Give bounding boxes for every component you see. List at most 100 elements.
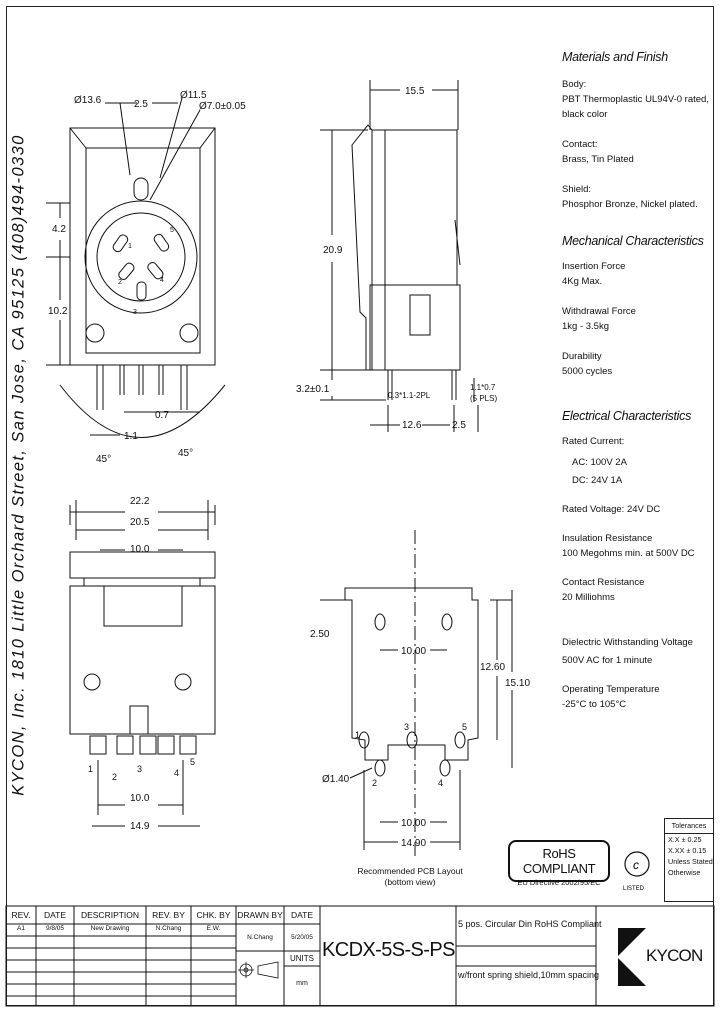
- insertion-value: 4Kg Max.: [562, 276, 603, 287]
- pcb-outline: [344, 587, 479, 761]
- pcb-pin-label-2: 2: [372, 778, 377, 788]
- withdrawal-value: 1kg - 3.5kg: [562, 321, 609, 332]
- side-view: [320, 80, 479, 432]
- body-value-1: PBT Thermoplastic UL94V-0 rated,: [562, 94, 709, 105]
- mount-hole-left: [85, 323, 105, 343]
- rohs-directive: EU Directive 2002/95/EC: [517, 878, 601, 887]
- bottom-pin-1: [89, 735, 107, 755]
- insulation-value: 100 Megohms min. at 500V DC: [562, 548, 695, 559]
- insertion-label: Insertion Force: [562, 261, 626, 272]
- pcb-hole-mount-left: [374, 613, 386, 631]
- electrical-heading: Electrical Characteristics: [562, 409, 692, 423]
- dim-side-bottom-1: 12.6: [402, 420, 422, 431]
- ul-mark-text: c: [633, 858, 639, 872]
- rated-current-label: Rated Current:: [562, 436, 625, 447]
- tb-header-date: DATE: [43, 910, 67, 920]
- side-pin-window: [409, 294, 431, 336]
- din-inner-ring: [96, 212, 186, 302]
- dim-side-width: 15.5: [405, 86, 425, 97]
- dim-pcb-d4: 15.10: [505, 678, 530, 689]
- durability-value: 5000 cycles: [562, 366, 613, 377]
- dim-inner-diameter: Ø11.5: [180, 90, 207, 101]
- operating-temp-value: -25°C to 105°C: [562, 699, 627, 710]
- kycon-logo-mark: [618, 928, 646, 986]
- contact-3: [136, 281, 147, 301]
- tb-row-description: New Drawing: [90, 925, 130, 932]
- bottom-pin-label-1: 1: [88, 764, 93, 774]
- body-label: Body:: [562, 79, 587, 90]
- bottom-slot: [103, 585, 183, 627]
- bottom-pin-label-3: 3: [137, 764, 142, 774]
- dim-side-bottom-2: 2.5: [452, 420, 466, 431]
- tb-row-date: 9/8/05: [45, 925, 65, 932]
- dim-pin-circle: Ø7.0±0.05: [199, 101, 246, 112]
- dim-pcb-d2: 10.00: [401, 646, 426, 657]
- dim-pin-width: 0.7: [155, 410, 169, 421]
- shield-value: Phosphor Bronze, Nickel plated.: [562, 199, 698, 210]
- tolerance-line-4: Otherwise: [668, 868, 701, 877]
- rated-current-dc: DC: 24V 1A: [572, 475, 623, 486]
- dim-pin-note3: (5 PLS): [470, 394, 497, 403]
- dim-pin-note: 0.3*1.1-2PL: [388, 391, 431, 400]
- bottom-center-rib: [129, 705, 149, 735]
- front-pin-label-3: 3: [133, 309, 137, 316]
- dim-pin-note2: 1.1*0.7: [470, 383, 496, 392]
- pcb-pin-label-4: 4: [438, 778, 443, 788]
- rated-current-ac: AC: 100V 2A: [572, 457, 627, 468]
- pcb-pin-label-1: 1: [355, 730, 360, 740]
- tolerance-box: Tolerances X.X ± 0.25 X.XX ± 0.15 Unless…: [664, 818, 714, 902]
- contact-label: Contact:: [562, 139, 598, 150]
- dim-front-h2: 10.2: [48, 306, 68, 317]
- dim-side-height: 20.9: [323, 245, 343, 256]
- rohs-badge: RoHS COMPLIANT EU Directive 2002/95/EC: [508, 840, 610, 887]
- key-slot: [133, 177, 149, 201]
- ul-listed-text: LISTED: [623, 886, 645, 892]
- bottom-pin-3: [139, 735, 157, 755]
- bottom-body: [69, 585, 216, 735]
- tb-header-description: DESCRIPTION: [80, 910, 140, 920]
- side-body-lower: [369, 284, 461, 371]
- mechanical-heading: Mechanical Characteristics: [562, 234, 704, 248]
- dim-pcb-total: 14.90: [401, 838, 426, 849]
- tb-kycon-logo: KYCON: [646, 946, 703, 965]
- contact-resistance-value: 20 Milliohms: [562, 592, 615, 603]
- dim-outer-diameter: Ø13.6: [74, 95, 102, 106]
- contact-value: Brass, Tin Plated: [562, 154, 634, 165]
- withdrawal-label: Withdrawal Force: [562, 306, 636, 317]
- tb-drawn-date: 5/20/05: [291, 934, 313, 941]
- title-block: REV. DATE DESCRIPTION REV. BY CHK. BY DR…: [5, 905, 715, 1007]
- durability-label: Durability: [562, 351, 602, 362]
- dim-bottom-w1: 22.2: [130, 496, 150, 507]
- ul-listed-icon: c LISTED: [623, 851, 650, 892]
- bottom-pin-label-2: 2: [112, 772, 117, 782]
- dim-bottom-w2: 20.5: [130, 517, 150, 528]
- pcb-caption: Recommended PCB Layout (bottom view): [330, 866, 490, 888]
- tb-units-label: UNITS: [290, 954, 314, 963]
- front-pin-label-5: 5: [170, 227, 174, 234]
- tb-row-revby: N.Chang: [155, 925, 182, 932]
- front-view: [46, 97, 226, 438]
- tolerance-header: Tolerances: [665, 819, 713, 834]
- rohs-title: RoHS COMPLIANT: [522, 846, 596, 876]
- mount-hole-right: [179, 323, 199, 343]
- dim-bottom-pin-spacing: 10.0: [130, 793, 150, 804]
- tb-description-line2: w/front spring shield,10mm spacing: [458, 970, 600, 980]
- rated-voltage: Rated Voltage: 24V DC: [562, 504, 661, 515]
- bottom-pin-4: [157, 735, 175, 755]
- spring-shield: [351, 124, 373, 371]
- contact-resistance-label: Contact Resistance: [562, 577, 645, 588]
- tolerance-line-3: Unless Stated: [668, 857, 713, 866]
- bottom-view: [69, 500, 216, 827]
- tolerance-line-2: X.XX ± 0.15: [668, 846, 707, 855]
- tb-row-rev: A1: [17, 925, 25, 932]
- dim-bottom-w3: 10.0: [130, 544, 150, 555]
- bottom-pin-5: [179, 735, 197, 755]
- tb-units-value: mm: [296, 980, 308, 987]
- front-housing: [69, 127, 216, 366]
- dim-pcb-d1: 2.50: [310, 629, 330, 640]
- dim-lead-length: 3.2±0.1: [296, 384, 330, 395]
- bottom-peg-right: [174, 673, 192, 691]
- din-outer-ring: [84, 200, 198, 314]
- projection-symbol-icon: [238, 961, 279, 979]
- contact-4: [147, 262, 164, 280]
